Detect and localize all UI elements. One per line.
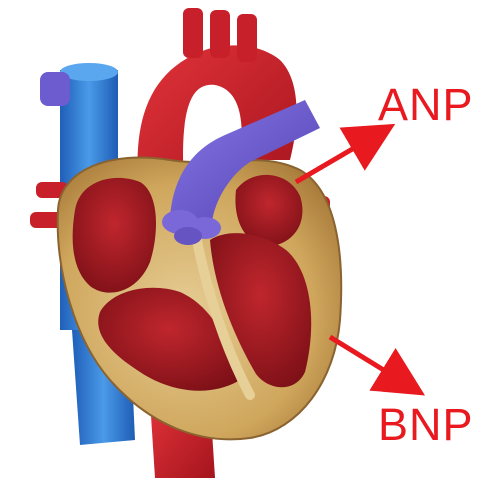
- bnp-label: BNP: [378, 402, 474, 447]
- bnp-arrow: [330, 337, 408, 385]
- anp-label: ANP: [378, 82, 474, 127]
- anp-arrow: [296, 134, 378, 182]
